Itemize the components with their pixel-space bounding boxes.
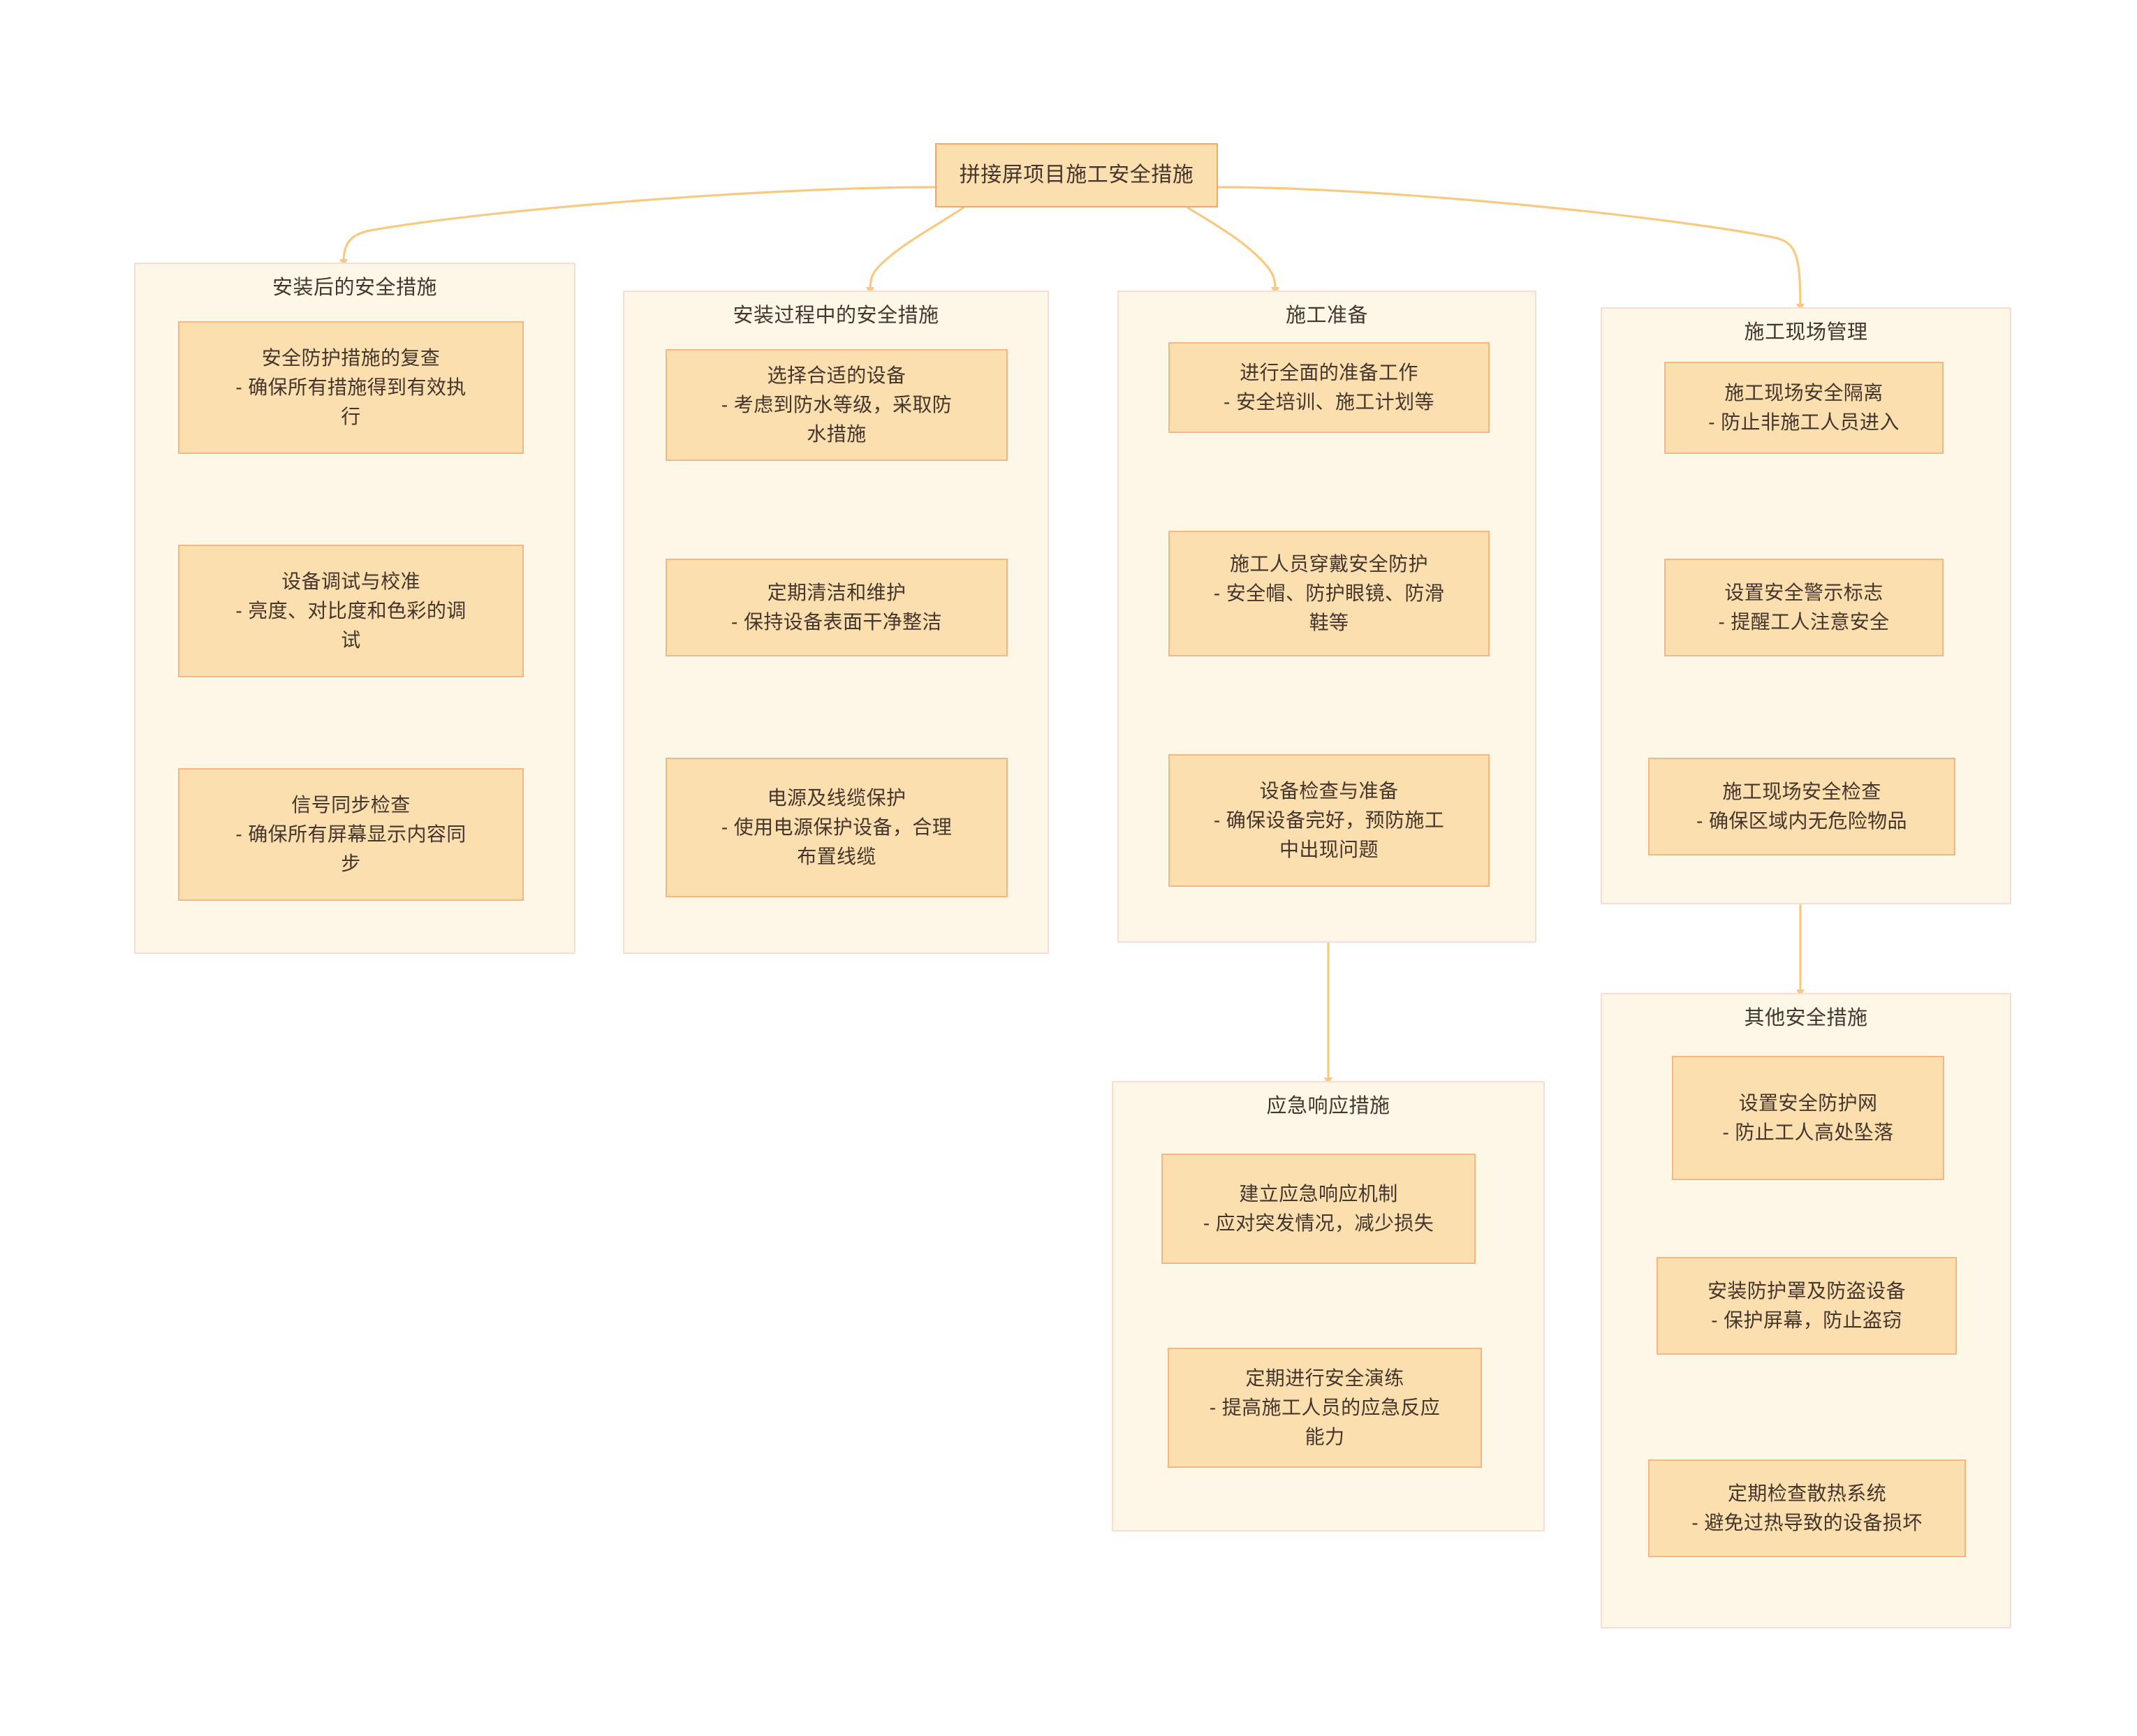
node-preparation-1[interactable]: 进行全面的准备工作 - 安全培训、施工计划等 <box>1168 342 1490 433</box>
edge-root-to-site-management <box>1217 186 1805 311</box>
node-heading: 选择合适的设备 <box>767 365 906 386</box>
node-detail: - 应对突发情况，减少损失 <box>1203 1212 1434 1234</box>
node-post-install-1[interactable]: 安全防护措施的复查 - 确保所有措施得到有效执 行 <box>178 321 524 454</box>
node-other-3[interactable]: 定期检查散热系统 - 避免过热导致的设备损坏 <box>1648 1459 1966 1557</box>
edge-root-to-post-install <box>339 186 936 267</box>
node-post-install-3[interactable]: 信号同步检查 - 确保所有屏幕显示内容同 步 <box>178 768 524 901</box>
edge-root-to-during-install <box>866 206 964 295</box>
node-heading: 电源及线缆保护 <box>767 787 906 809</box>
node-detail: - 考虑到防水等级，采取防 水措施 <box>721 394 953 445</box>
node-heading: 定期进行安全演练 <box>1245 1367 1404 1389</box>
node-site-management-2[interactable]: 设置安全警示标志 - 提醒工人注意安全 <box>1664 559 1944 656</box>
node-emergency-2[interactable]: 定期进行安全演练 - 提高施工人员的应急反应 能力 <box>1168 1348 1482 1468</box>
node-other-2[interactable]: 安装防护罩及防盗设备 - 保护屏幕，防止盗窃 <box>1657 1257 1957 1355</box>
node-heading: 定期检查散热系统 <box>1727 1483 1887 1504</box>
node-detail: - 保持设备表面干净整洁 <box>731 611 942 633</box>
node-detail: - 安全培训、施工计划等 <box>1224 391 1434 413</box>
node-site-management-1[interactable]: 施工现场安全隔离 - 防止非施工人员进入 <box>1664 362 1944 454</box>
edge-root-to-preparation <box>1187 206 1279 295</box>
node-heading: 建立应急响应机制 <box>1239 1183 1398 1205</box>
node-detail: - 保护屏幕，防止盗窃 <box>1711 1309 1902 1331</box>
node-emergency-1[interactable]: 建立应急响应机制 - 应对突发情况，减少损失 <box>1161 1154 1476 1264</box>
node-heading: 设置安全防护网 <box>1738 1092 1878 1114</box>
cluster-title-site-management: 施工现场管理 <box>1744 321 1868 344</box>
node-detail: - 防止工人高处坠落 <box>1722 1121 1894 1143</box>
node-heading: 设备检查与准备 <box>1259 780 1399 802</box>
node-heading: 进行全面的准备工作 <box>1240 362 1418 383</box>
cluster-title-preparation: 施工准备 <box>1285 304 1368 327</box>
node-heading: 施工人员穿戴安全防护 <box>1229 553 1428 575</box>
node-heading: 施工现场安全检查 <box>1722 781 1881 802</box>
cluster-title-other: 其他安全措施 <box>1744 1007 1868 1029</box>
root-node[interactable]: 拼接屏项目施工安全措施 <box>935 143 1218 207</box>
node-detail: - 防止非施工人员进入 <box>1708 411 1900 433</box>
cluster-title-post-install: 安装后的安全措施 <box>272 277 437 299</box>
node-detail: - 确保区域内无危险物品 <box>1696 810 1907 832</box>
node-heading: 安装防护罩及防盗设备 <box>1707 1280 1906 1302</box>
node-preparation-2[interactable]: 施工人员穿戴安全防护 - 安全帽、防护眼镜、防滑 鞋等 <box>1168 531 1490 656</box>
node-heading: 安全防护措施的复查 <box>261 347 441 369</box>
node-during-install-1[interactable]: 选择合适的设备 - 考虑到防水等级，采取防 水措施 <box>666 349 1008 461</box>
node-detail: - 避免过热导致的设备损坏 <box>1691 1512 1923 1533</box>
cluster-title-during-install: 安装过程中的安全措施 <box>733 304 939 327</box>
cluster-title-emergency: 应急响应措施 <box>1266 1095 1390 1117</box>
node-site-management-3[interactable]: 施工现场安全检查 - 确保区域内无危险物品 <box>1648 758 1955 855</box>
node-detail: - 确保所有屏幕显示内容同 步 <box>235 823 467 874</box>
node-detail: - 提高施工人员的应急反应 能力 <box>1209 1397 1441 1448</box>
node-heading: 设置安全警示标志 <box>1724 582 1883 603</box>
node-detail: - 亮度、对比度和色彩的调 试 <box>235 600 467 651</box>
node-heading: 施工现场安全隔离 <box>1724 382 1883 404</box>
node-preparation-3[interactable]: 设备检查与准备 - 确保设备完好，预防施工 中出现问题 <box>1168 754 1490 887</box>
node-heading: 设备调试与校准 <box>281 571 420 592</box>
node-detail: - 确保所有措施得到有效执 行 <box>235 376 467 427</box>
node-other-1[interactable]: 设置安全防护网 - 防止工人高处坠落 <box>1672 1056 1944 1180</box>
node-post-install-2[interactable]: 设备调试与校准 - 亮度、对比度和色彩的调 试 <box>178 545 524 677</box>
node-during-install-2[interactable]: 定期清洁和维护 - 保持设备表面干净整洁 <box>666 559 1008 656</box>
root-node-label: 拼接屏项目施工安全措施 <box>959 163 1194 187</box>
node-detail: - 提醒工人注意安全 <box>1718 611 1890 633</box>
node-detail: - 使用电源保护设备，合理 布置线缆 <box>721 816 953 867</box>
node-during-install-3[interactable]: 电源及线缆保护 - 使用电源保护设备，合理 布置线缆 <box>666 758 1008 897</box>
node-detail: - 确保设备完好，预防施工 中出现问题 <box>1213 809 1445 860</box>
node-detail: - 安全帽、防护眼镜、防滑 鞋等 <box>1213 582 1445 633</box>
node-heading: 信号同步检查 <box>291 794 411 816</box>
node-heading: 定期清洁和维护 <box>767 582 906 603</box>
